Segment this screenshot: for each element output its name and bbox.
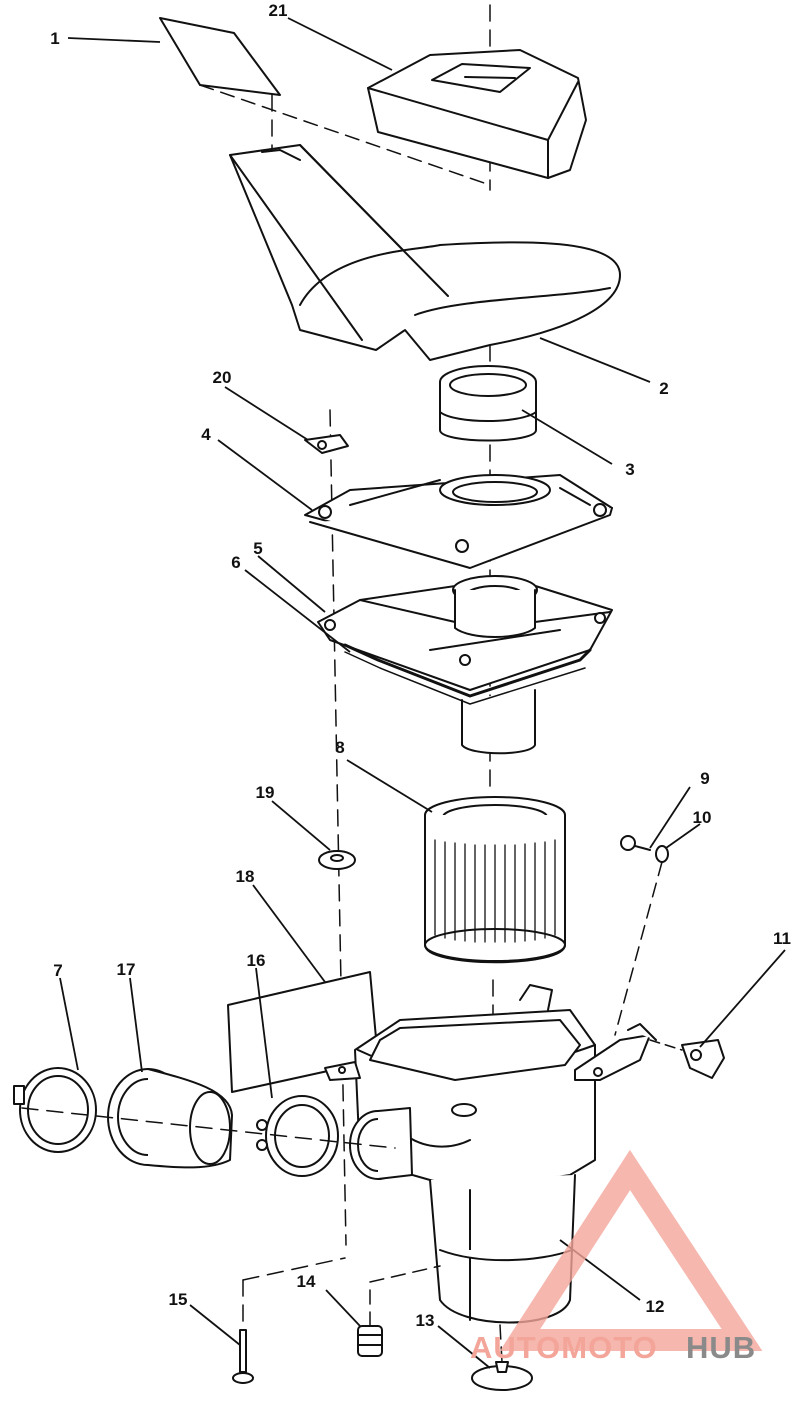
callout-3: 3: [625, 460, 634, 479]
part-3-intake-boot: [439, 365, 537, 442]
callout-16: 16: [247, 951, 266, 970]
part-11-nut-clip: [681, 1039, 725, 1079]
part-6-seal: [343, 643, 592, 705]
callout-9: 9: [700, 769, 709, 788]
automotohub-watermark: AUTOMOTO HUB: [470, 1149, 763, 1365]
part-2-intake-silencer: [229, 144, 621, 361]
part-10-washer: [655, 845, 669, 863]
callout-19: 19: [256, 783, 275, 802]
part-1-plate: [159, 17, 491, 186]
part-9-screw: [620, 835, 651, 851]
part-8-air-filter: [424, 796, 566, 964]
leader-lines: [59, 17, 786, 1369]
part-21-foam-block: [367, 49, 587, 179]
part-4-cover-plate: [304, 474, 613, 569]
callout-17: 17: [117, 960, 136, 979]
part-12-airbox: [324, 984, 657, 1324]
callout-11: 11: [773, 929, 791, 948]
callout-18: 18: [236, 867, 255, 886]
callout-12: 12: [646, 1297, 665, 1316]
part-14-plug: [357, 1265, 441, 1357]
callout-10: 10: [693, 808, 712, 827]
part-15-bolt: [232, 1257, 346, 1384]
watermark-brand-hub: HUB: [686, 1330, 756, 1365]
callout-14: 14: [297, 1272, 316, 1291]
part-16-clamp-ring: [256, 1095, 339, 1177]
callout-20: 20: [213, 368, 232, 387]
part-7-hose-clamp: [13, 1067, 97, 1153]
automotohub-logo-icon: [499, 1149, 763, 1351]
part-17-intake-tube: [107, 1068, 233, 1169]
callout-13: 13: [416, 1311, 435, 1330]
callout-5: 5: [253, 539, 262, 558]
callout-4: 4: [201, 425, 211, 444]
callout-7: 7: [53, 961, 62, 980]
callout-21: 21: [269, 1, 288, 20]
part-20-clip: [304, 434, 349, 454]
callout-15: 15: [169, 1290, 188, 1309]
part-13-drain-valve: [471, 1324, 533, 1391]
watermark-brand-automoto: AUTOMOTO: [470, 1330, 658, 1365]
part-19-grommet: [318, 850, 356, 870]
callout-2: 2: [659, 379, 668, 398]
callout-8: 8: [335, 738, 344, 757]
callout-6: 6: [231, 553, 240, 572]
airbox-outlet-stub: [349, 1107, 413, 1180]
callout-1: 1: [50, 29, 59, 48]
callout-labels: 1 2 3 4 5 6 7 8 9 10 11 12 13 14 15 16 1…: [50, 1, 791, 1330]
